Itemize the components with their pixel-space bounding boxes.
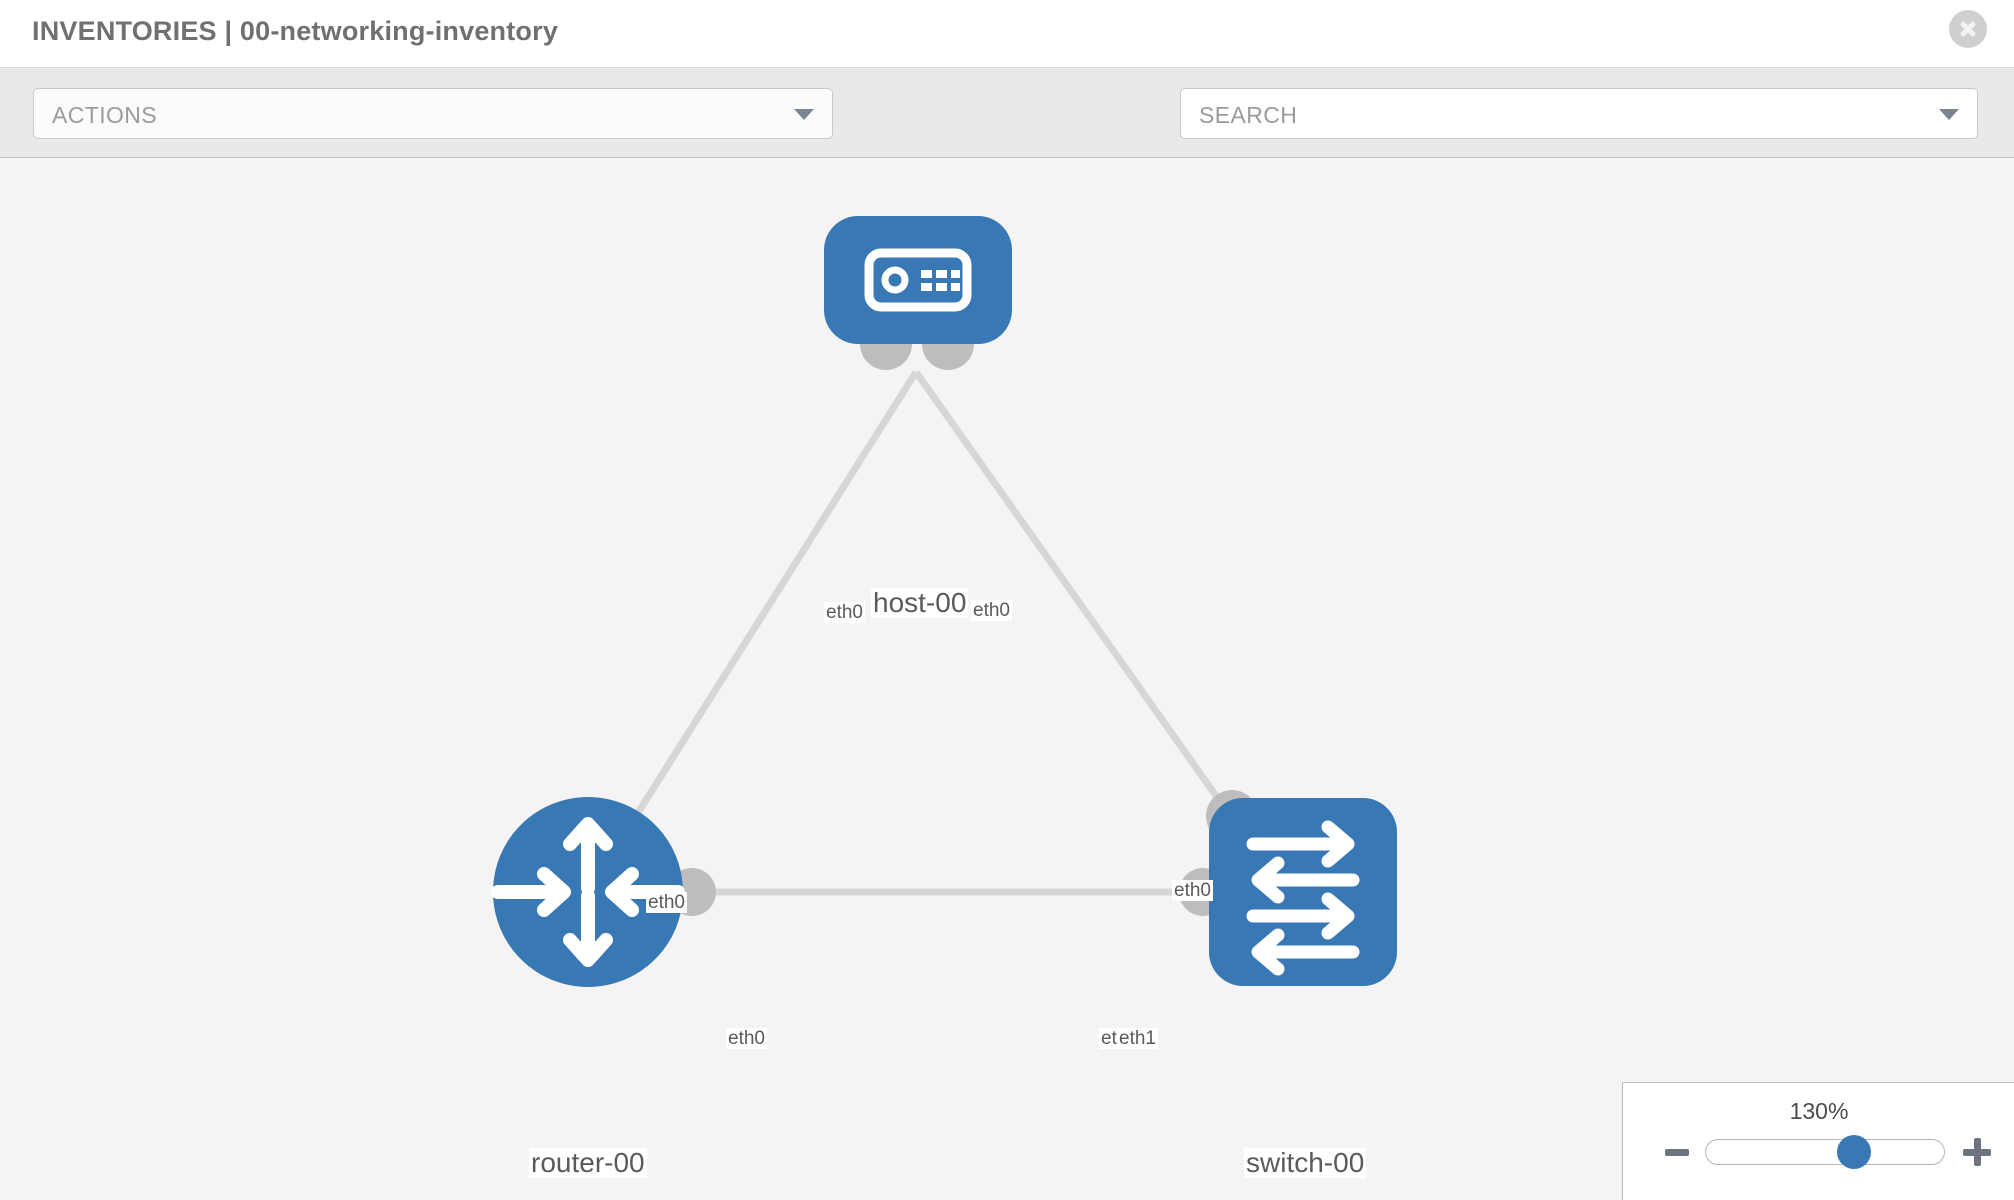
node-host-00[interactable] bbox=[824, 216, 1012, 344]
server-icon bbox=[864, 248, 972, 312]
topology-graph bbox=[491, 216, 1397, 987]
router-arrows-icon bbox=[491, 817, 685, 967]
node-label-host-00: host-00 bbox=[871, 587, 969, 619]
chevron-down-icon bbox=[794, 108, 814, 120]
toolbar: ACTIONS SEARCH bbox=[0, 68, 2014, 207]
zoom-control-panel: 130% bbox=[1622, 1082, 2014, 1200]
link-host-switch[interactable] bbox=[913, 369, 1263, 861]
zoom-out-button[interactable] bbox=[1665, 1149, 1689, 1156]
edge-label-host-right-eth0: eth0 bbox=[971, 600, 1012, 622]
chevron-down-icon[interactable] bbox=[1939, 108, 1959, 120]
node-label-switch-00: switch-00 bbox=[1244, 1147, 1367, 1179]
close-icon[interactable] bbox=[1949, 10, 1987, 48]
topology-canvas[interactable]: eth0 eth0 eth0 eth0 eth0 eth eth1 host-0… bbox=[0, 158, 2014, 1200]
page-header: INVENTORIES | 00-networking-inventory bbox=[0, 0, 2014, 68]
node-label-router-00: router-00 bbox=[529, 1147, 647, 1179]
switch-arrows-icon bbox=[1246, 820, 1360, 976]
search-input[interactable]: SEARCH bbox=[1180, 88, 1978, 139]
zoom-slider-thumb[interactable] bbox=[1836, 1135, 1871, 1169]
edge-label-router-up-eth0: eth0 bbox=[646, 892, 687, 914]
node-switch-00[interactable] bbox=[1209, 798, 1397, 986]
node-router-00[interactable] bbox=[491, 797, 685, 987]
actions-dropdown[interactable]: ACTIONS bbox=[33, 88, 833, 139]
zoom-level-label: 130% bbox=[1789, 1098, 1849, 1124]
edge-label-host-left-eth0: eth0 bbox=[824, 602, 865, 624]
search-placeholder: SEARCH bbox=[1199, 102, 1298, 128]
topology-links bbox=[585, 369, 1263, 896]
edge-label-router-right-eth0: eth0 bbox=[726, 1028, 767, 1050]
edge-label-switch-up-eth0: eth0 bbox=[1172, 880, 1213, 902]
zoom-in-button[interactable] bbox=[1963, 1138, 1991, 1166]
link-host-router[interactable] bbox=[585, 370, 919, 894]
zoom-slider[interactable] bbox=[1705, 1135, 1945, 1169]
actions-dropdown-label: ACTIONS bbox=[52, 102, 158, 128]
page-title: INVENTORIES | 00-networking-inventory bbox=[32, 16, 559, 46]
edge-label-switch-left-eth1: eth1 bbox=[1117, 1028, 1158, 1050]
